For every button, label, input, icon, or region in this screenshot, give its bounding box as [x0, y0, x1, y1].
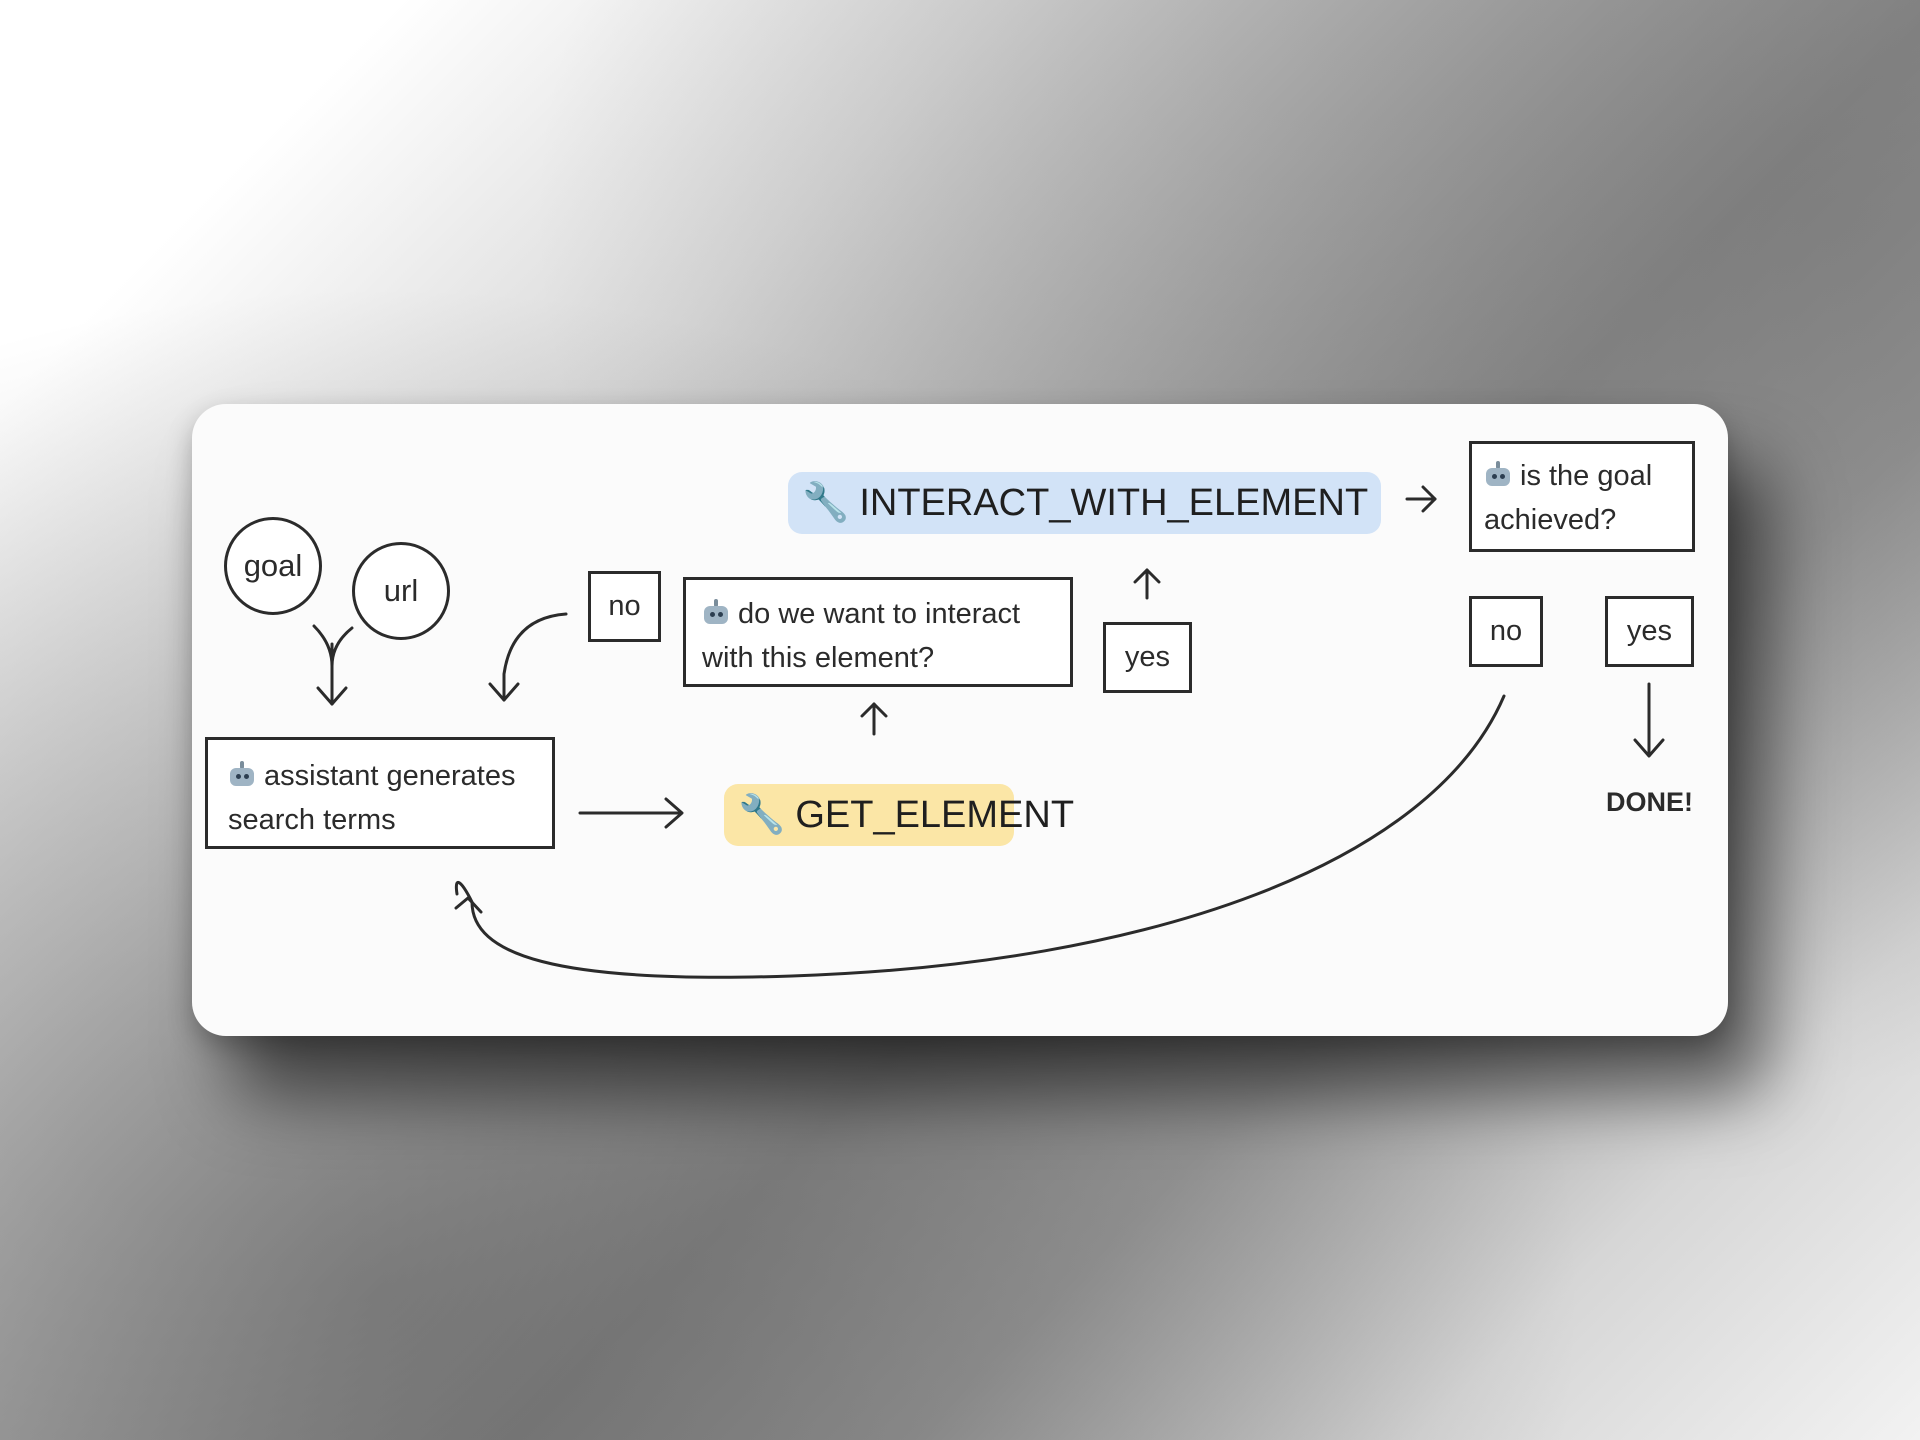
no-interact-label-box: no [588, 571, 661, 642]
assistant-to-get-element-arrowhead [664, 797, 684, 829]
wrench-icon: 🔧 [738, 794, 786, 836]
connector-layer [312, 485, 1665, 979]
assistant-generates-label: assistant generates search terms [228, 760, 516, 836]
yes-goal-label: yes [1626, 615, 1673, 647]
yes-goal-label-box: yes [1605, 596, 1694, 667]
yes-interact-label: yes [1124, 641, 1171, 673]
wrench-icon: 🔧 [802, 482, 850, 524]
diagram-card: goal url assistant generates search term… [192, 404, 1728, 1036]
interact-to-goal-arrowhead [1421, 485, 1437, 513]
no-interact-label: no [608, 590, 641, 622]
robot-icon [702, 599, 730, 625]
no-goal-label-box: no [1469, 596, 1543, 667]
url-to-merge-connector [330, 626, 354, 668]
get-element-node: 🔧 GET_ELEMENT [724, 784, 1074, 846]
no-loop-arrow [502, 612, 568, 702]
get-element-to-question-arrowhead [860, 702, 888, 718]
no-loop-arrowhead [488, 682, 520, 702]
goal-to-merge-connector [312, 624, 334, 668]
goal-achieved-question-label: is the goal achieved? [1484, 460, 1653, 536]
yes-to-interact-arrowhead [1133, 568, 1161, 584]
yes-interact-label-box: yes [1103, 622, 1192, 693]
get-element-label: GET_ELEMENT [795, 793, 1075, 836]
interact-question-label: do we want to interact with this element… [702, 598, 1021, 674]
yes-to-done-arrowhead [1633, 738, 1665, 758]
url-node: url [352, 542, 450, 640]
goal-no-loop-arrowhead [454, 896, 483, 914]
merge-down-arrowhead [316, 686, 348, 706]
robot-icon [228, 761, 256, 787]
interact-question-node: do we want to interact with this element… [683, 577, 1073, 687]
interact-with-element-node: 🔧 INTERACT_WITH_ELEMENT [788, 472, 1381, 534]
no-goal-label: no [1489, 615, 1523, 647]
url-label: url [383, 573, 419, 608]
goal-achieved-question-node: is the goal achieved? [1469, 441, 1695, 552]
goal-node: goal [224, 517, 322, 615]
goal-label: goal [243, 548, 303, 583]
done-label: DONE! [1606, 787, 1693, 817]
interact-with-element-label: INTERACT_WITH_ELEMENT [859, 481, 1369, 524]
robot-icon [1484, 461, 1512, 487]
assistant-generates-node: assistant generates search terms [205, 737, 555, 849]
